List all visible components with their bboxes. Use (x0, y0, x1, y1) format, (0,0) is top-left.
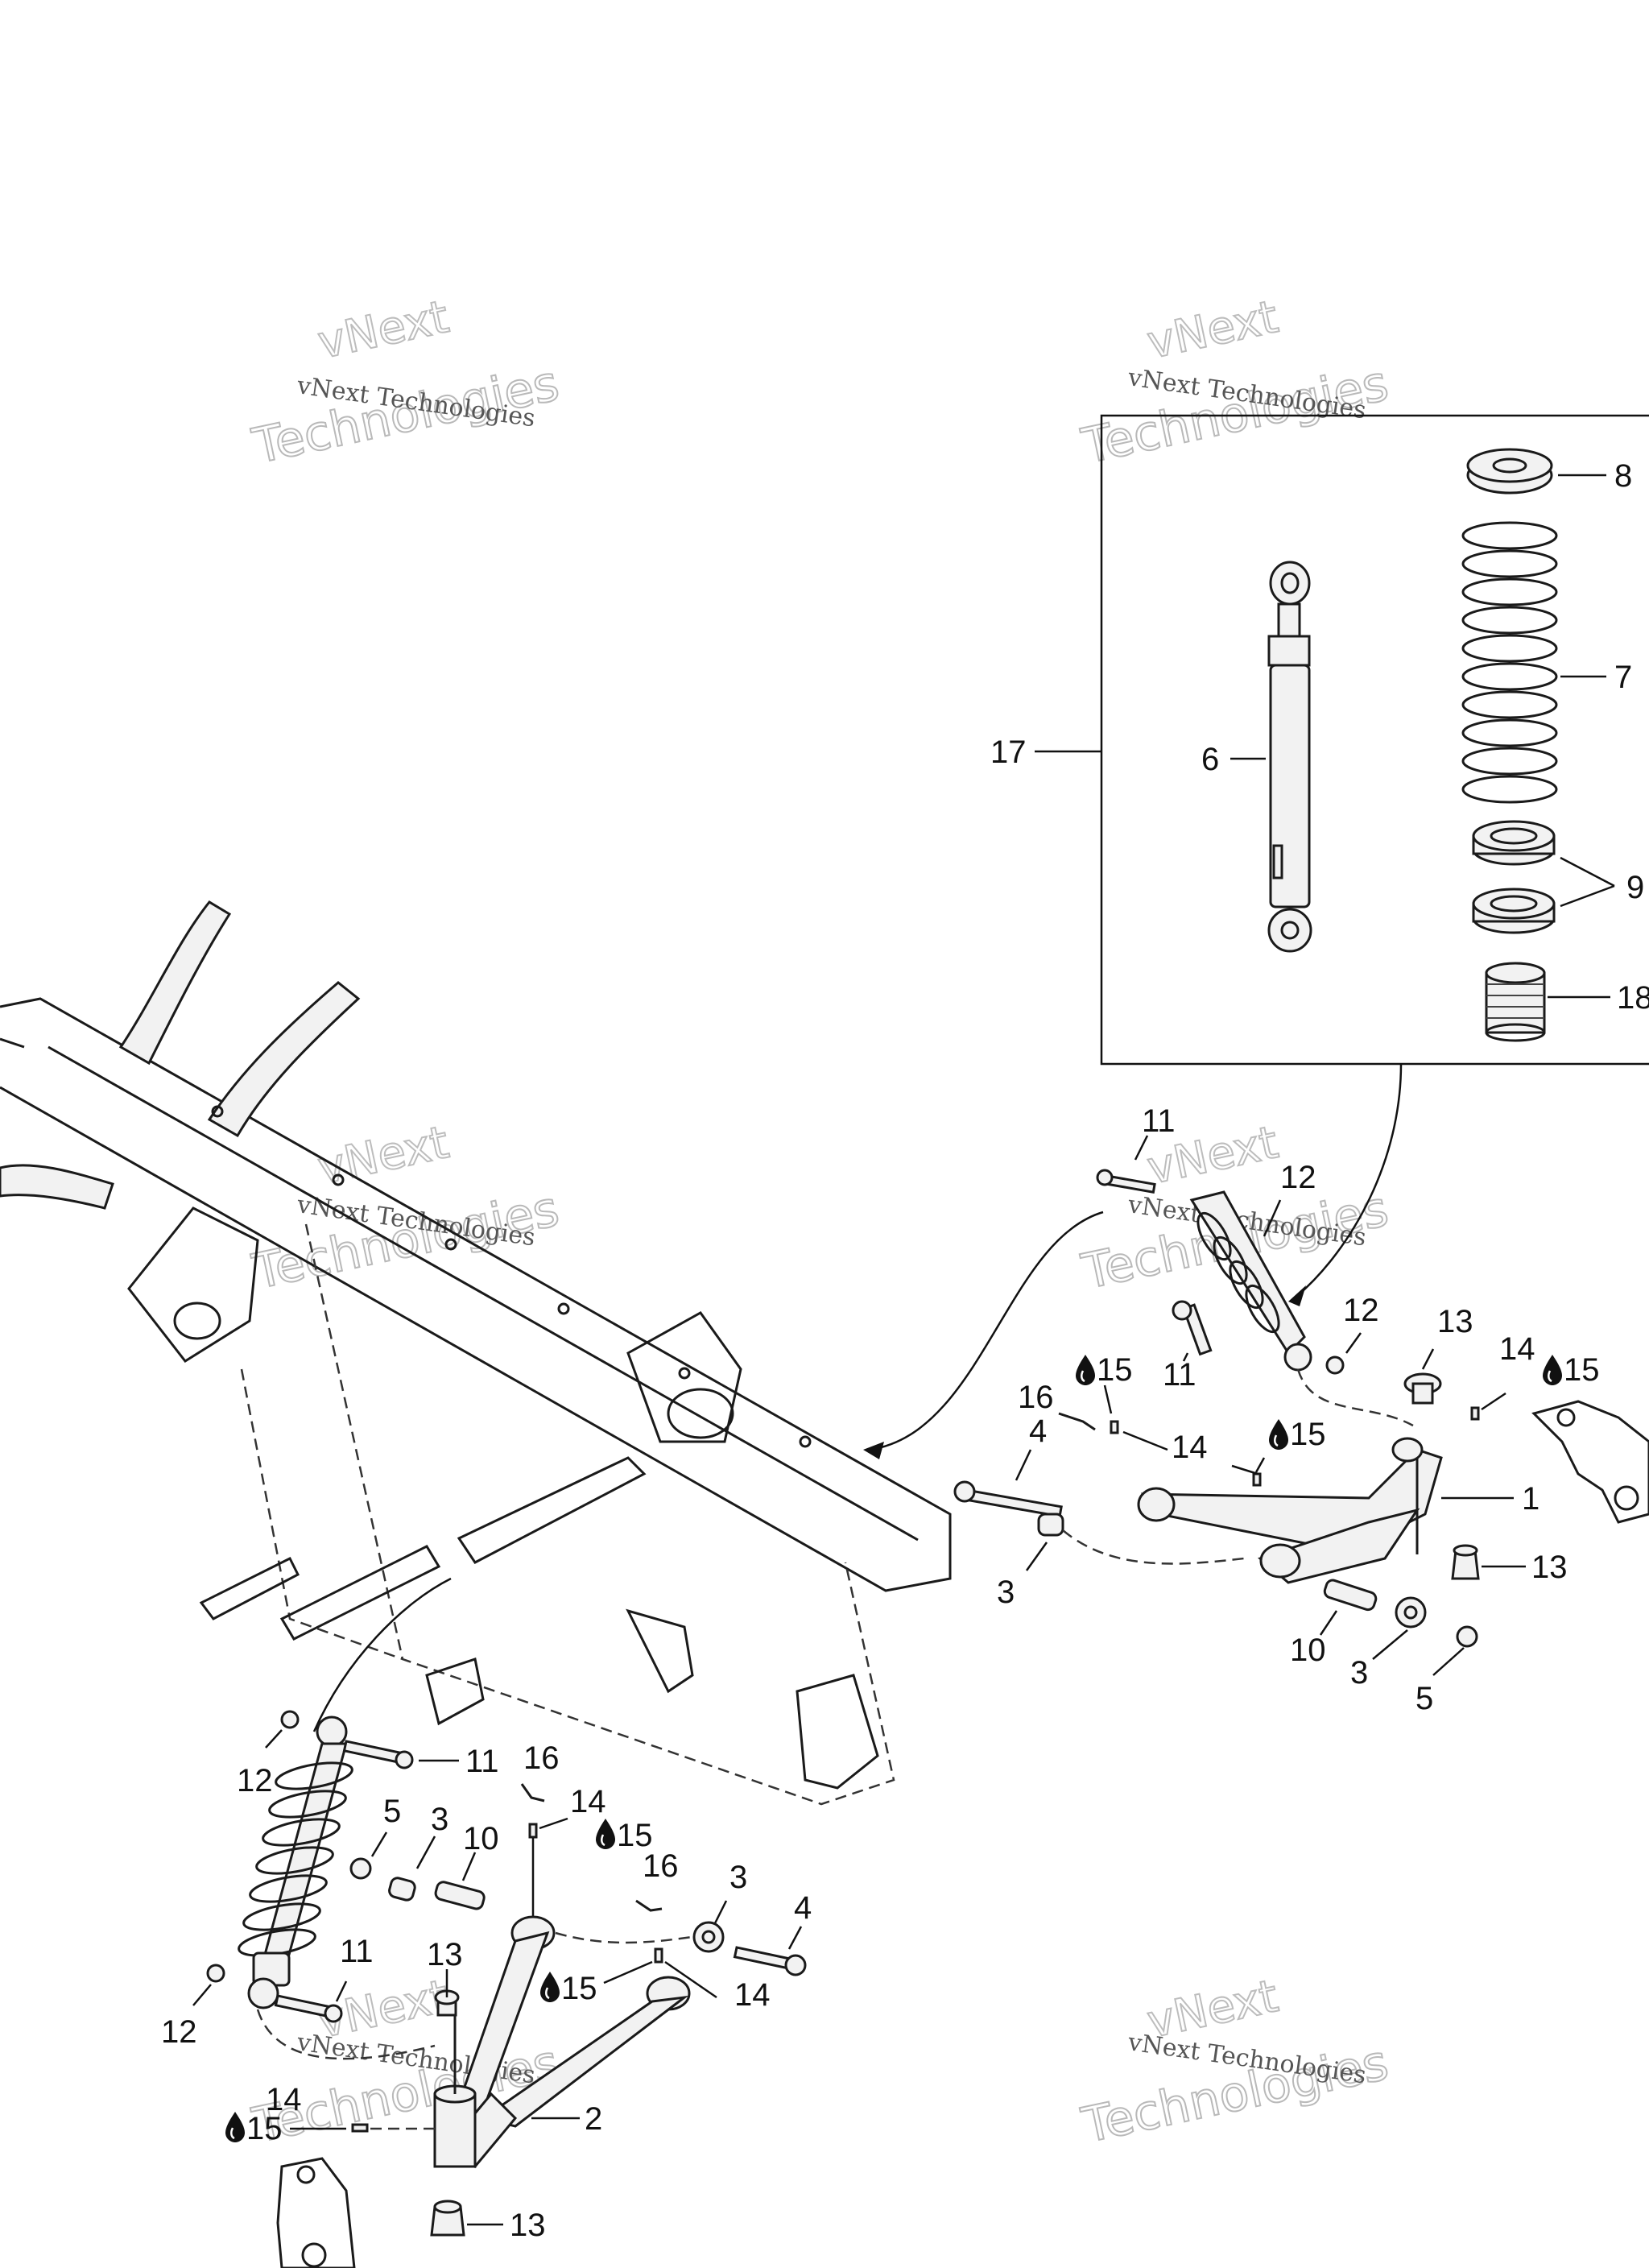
nut-5-left (349, 1857, 372, 1880)
watermark-bottom-right: vNext Technologies vNext Technologies (1077, 1969, 1395, 2155)
oil-drop-icon (1074, 1353, 1097, 1387)
callout-1: 1 (1522, 1481, 1539, 1517)
ball-joint-13-top-right (1403, 1372, 1442, 1405)
oil-drop-icon (224, 2110, 246, 2144)
adjuster-ring-lower (1472, 888, 1556, 934)
callout-10: 10 (463, 1821, 499, 1856)
callout-8: 8 (1614, 458, 1632, 494)
cotter-pin-16 (635, 1899, 663, 1912)
bolt-11-left-top (342, 1740, 414, 1769)
oil-drop-icon (1267, 1418, 1290, 1451)
shock-to-frame-leader (869, 1211, 1104, 1451)
callout-13: 13 (1531, 1550, 1568, 1585)
callout-15: 15 (561, 1971, 597, 2006)
bushing-3-right-rear (1395, 1596, 1427, 1629)
callout-16: 16 (1018, 1380, 1054, 1415)
watermark-top-left: vNext Technologies vNext Technologies (247, 290, 565, 476)
svg-text:vNext: vNext (313, 291, 453, 370)
threaded-sleeve (1485, 962, 1546, 1042)
shock-kit-box: 17 6 8 (990, 414, 1649, 1066)
shock-damper (1267, 561, 1312, 953)
a-arm-lower-left (433, 1915, 691, 2169)
callout-5: 5 (383, 1794, 401, 1829)
bushing-3-left-front (388, 1877, 416, 1902)
callout-12: 12 (237, 1763, 273, 1798)
ball-joint-13-bottom-left (430, 2200, 465, 2237)
sleeve-10-right (1323, 1579, 1378, 1612)
callout-11: 11 (1142, 1103, 1176, 1139)
callout-11: 11 (465, 1744, 499, 1779)
oil-drop-icon (539, 1970, 561, 2004)
nut-12-left-top (280, 1710, 300, 1729)
callout-13: 13 (1437, 1304, 1473, 1339)
bolt-4-left (733, 1946, 807, 1976)
nut-5-right (1456, 1625, 1478, 1648)
watermark-top-right: vNext Technologies vNext Technologies (1077, 290, 1395, 476)
coil-spring (1461, 521, 1558, 804)
callout-13: 13 (427, 1937, 463, 1972)
callout-15: 15 (617, 1818, 653, 1853)
kit-to-shock-leader (1296, 1063, 1403, 1297)
callout-3: 3 (997, 1575, 1015, 1610)
callout-2: 2 (585, 2101, 602, 2137)
adjuster-ring-upper (1472, 820, 1556, 866)
oil-drop-icon (594, 1817, 617, 1851)
callout-16: 16 (523, 1740, 560, 1776)
callout-14: 14 (1172, 1430, 1208, 1465)
a-arm-upper-right (1137, 1437, 1443, 1584)
bolt-11-lower-right (1172, 1300, 1213, 1356)
steering-knuckle-left (276, 2157, 356, 2268)
left-shock-assembly (238, 1715, 353, 2009)
callout-14: 14 (570, 1784, 606, 1819)
bolt-11-top-right (1096, 1169, 1156, 1194)
callout-14: 14 (1499, 1331, 1535, 1367)
svg-text:vNext: vNext (1143, 291, 1283, 370)
bolt-4-right (953, 1480, 1063, 1518)
callout-6: 6 (1201, 742, 1219, 777)
callout-3: 3 (729, 1860, 747, 1895)
callout-18: 18 (1617, 980, 1649, 1016)
callout-13: 13 (510, 2208, 546, 2243)
callout-15: 15 (1097, 1352, 1133, 1388)
callout-3: 3 (1350, 1655, 1368, 1691)
callout-5: 5 (1415, 1681, 1433, 1716)
callout-7: 7 (1614, 660, 1632, 695)
callout-10: 10 (1290, 1633, 1326, 1668)
nut-12-right (1325, 1355, 1345, 1375)
callout-3: 3 (431, 1802, 448, 1837)
right-shock-assembly (1189, 1190, 1312, 1372)
cotter-pin-16 (520, 1783, 545, 1802)
nut-12-left-bottom (206, 1964, 225, 1983)
callout-9: 9 (1626, 870, 1644, 905)
callout-11: 11 (1163, 1357, 1196, 1393)
steering-knuckle-right (1531, 1400, 1649, 1524)
bolt-11-left-bottom (274, 1994, 343, 2023)
ball-joint-13-bottom-right (1451, 1544, 1480, 1580)
cotter-pin-16 (1058, 1412, 1096, 1431)
spring-retainer (1466, 448, 1553, 495)
grease-fitting-14 (1470, 1406, 1480, 1421)
callout-12: 12 (1280, 1160, 1316, 1195)
oil-drop-icon (1541, 1353, 1564, 1387)
bushing-3-left-rear (692, 1921, 725, 1953)
bushing-3-right-front (1037, 1513, 1064, 1537)
callout-4: 4 (794, 1890, 812, 1926)
callout-15: 15 (1290, 1417, 1326, 1452)
callout-14: 14 (266, 2082, 302, 2117)
callout-4: 4 (1029, 1413, 1047, 1449)
watermark-mid-right: vNext Technologies vNext Technologies (1077, 1115, 1395, 1302)
callout-16: 16 (643, 1848, 679, 1884)
vehicle-frame (0, 900, 952, 1806)
callout-17: 17 (990, 735, 1027, 770)
callout-15: 15 (1564, 1352, 1600, 1388)
callout-12: 12 (161, 2014, 197, 2050)
callout-11: 11 (340, 1934, 374, 1969)
callout-14: 14 (734, 1977, 771, 2013)
callout-12: 12 (1343, 1293, 1379, 1328)
sleeve-10-left (434, 1881, 486, 1910)
callout-15: 15 (246, 2111, 283, 2146)
